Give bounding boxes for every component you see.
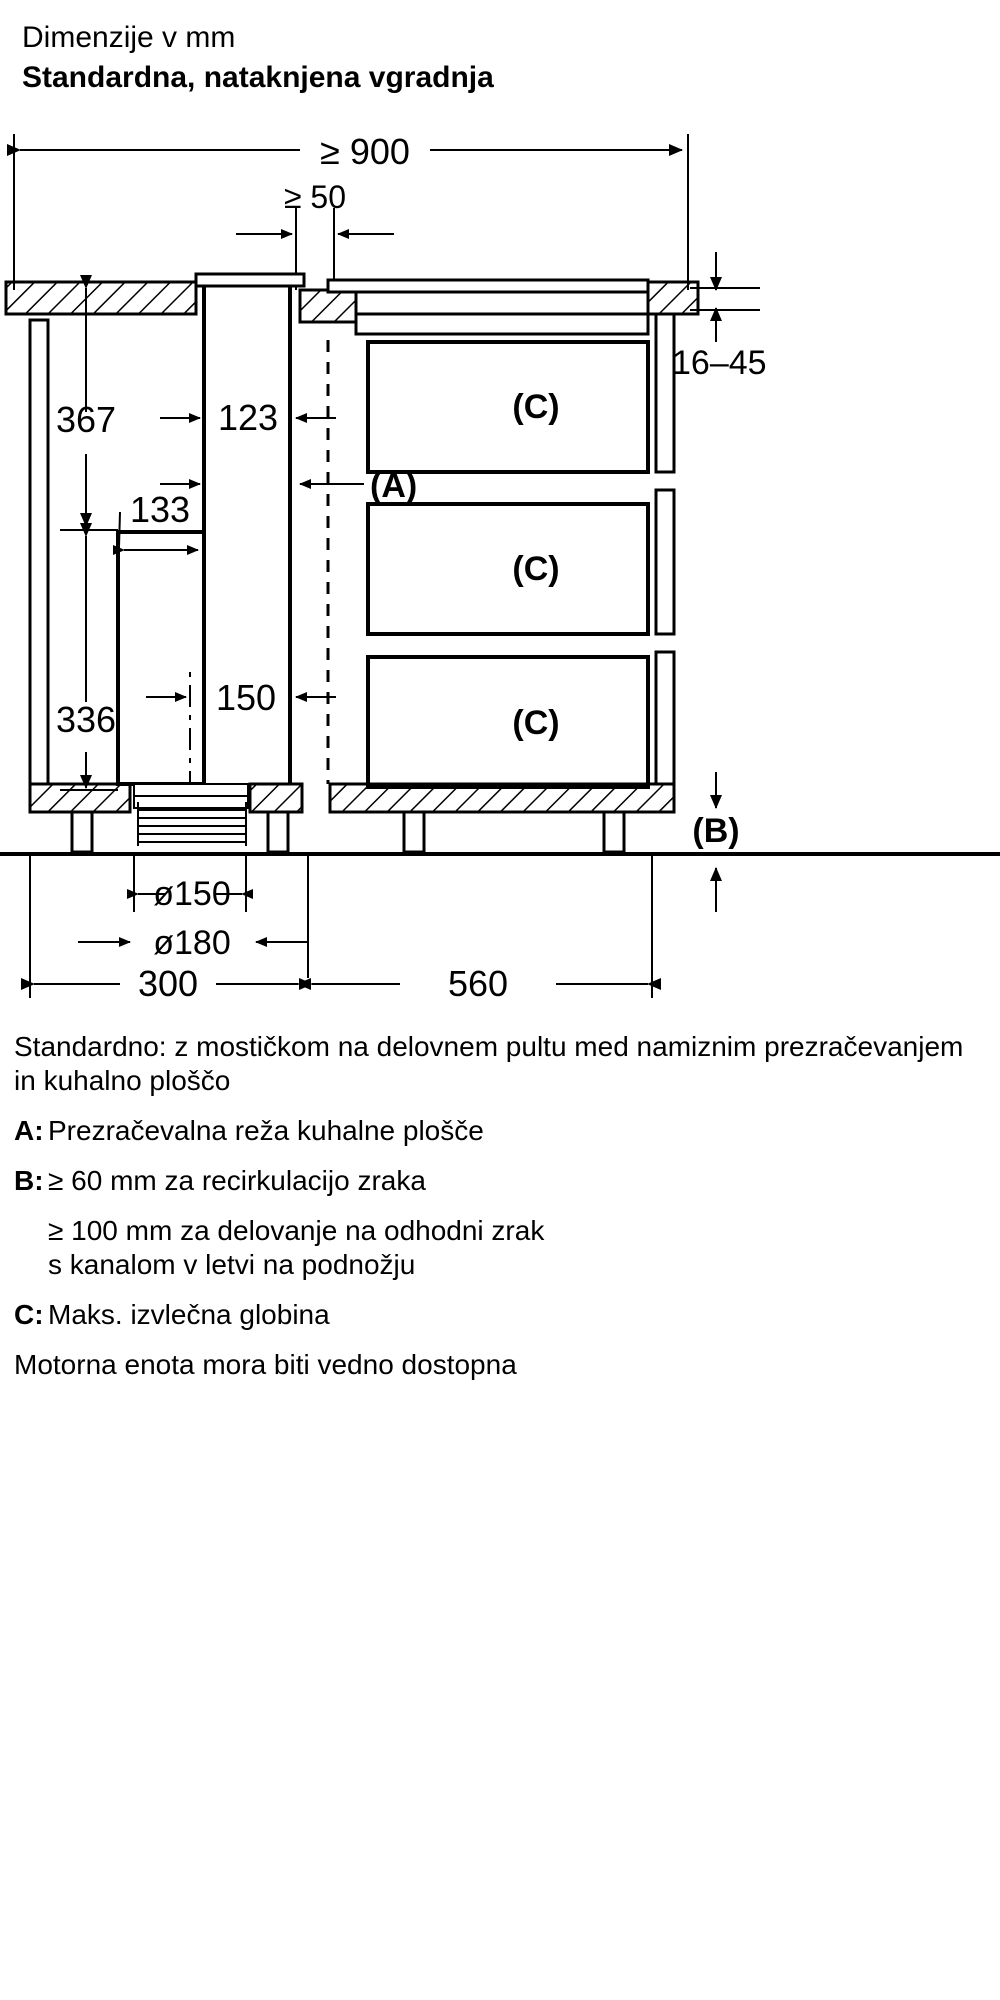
note-b-sub-line2: s kanalom v letvi na podnožju <box>48 1249 416 1280</box>
page-title: Dimenzije v mm <box>22 21 236 54</box>
note-b: B:≥ 60 mm za recirkulacijo zraka <box>14 1164 986 1198</box>
callout-c-1: (C) <box>512 388 559 426</box>
callout-a: (A) <box>370 467 417 505</box>
dim-gap-top: ≥ 50 <box>284 179 346 215</box>
dim-duct-width: 123 <box>218 397 278 438</box>
dim-bottom-left: 300 <box>138 963 198 1004</box>
note-a-text: Prezračevalna reža kuhalne plošče <box>48 1115 484 1146</box>
dim-dia-inner: ø150 <box>153 875 231 913</box>
legend-notes: Standardno: z mostičkom na delovnem pult… <box>14 1030 986 1382</box>
dim-left-upper: 367 <box>56 399 116 440</box>
callout-b: (B) <box>692 812 739 850</box>
dimension-drawing: ≥ 900 ≥ 50 367 336 123 133 150 16–45 ø15… <box>0 112 1000 1032</box>
note-a: A:Prezračevalna reža kuhalne plošče <box>14 1114 986 1148</box>
note-c: C:Maks. izvlečna globina <box>14 1298 986 1332</box>
dim-motor-width: 150 <box>216 677 276 718</box>
callout-c-3: (C) <box>512 704 559 742</box>
page-subtitle: Standardna, nataknjena vgradnja <box>22 61 494 94</box>
page-header: Dimenzije v mm Standardna, nataknjena vg… <box>0 0 1000 98</box>
dim-right-thickness: 16–45 <box>672 344 767 382</box>
dim-bottom-right: 560 <box>448 963 508 1004</box>
dim-dia-outer: ø180 <box>153 924 231 962</box>
note-c-text: Maks. izvlečna globina <box>48 1299 330 1330</box>
drawing-svg: ≥ 900 ≥ 50 367 336 123 133 150 16–45 ø15… <box>0 131 1000 1004</box>
note-footer: Motorna enota mora biti vedno dostopna <box>14 1349 517 1380</box>
note-intro: Standardno: z mostičkom na delovnem pult… <box>14 1031 964 1096</box>
dim-top-width: ≥ 900 <box>320 131 410 172</box>
note-b-key: B: <box>14 1165 44 1196</box>
note-c-key: C: <box>14 1299 44 1330</box>
note-b-sub-line1: ≥ 100 mm za delovanje na odhodni zrak <box>48 1215 545 1246</box>
dim-inner-width: 133 <box>130 489 190 530</box>
note-b-text: ≥ 60 mm za recirkulacijo zraka <box>48 1165 426 1196</box>
dim-left-lower: 336 <box>56 699 116 740</box>
note-a-key: A: <box>14 1115 44 1146</box>
callout-c-2: (C) <box>512 550 559 588</box>
